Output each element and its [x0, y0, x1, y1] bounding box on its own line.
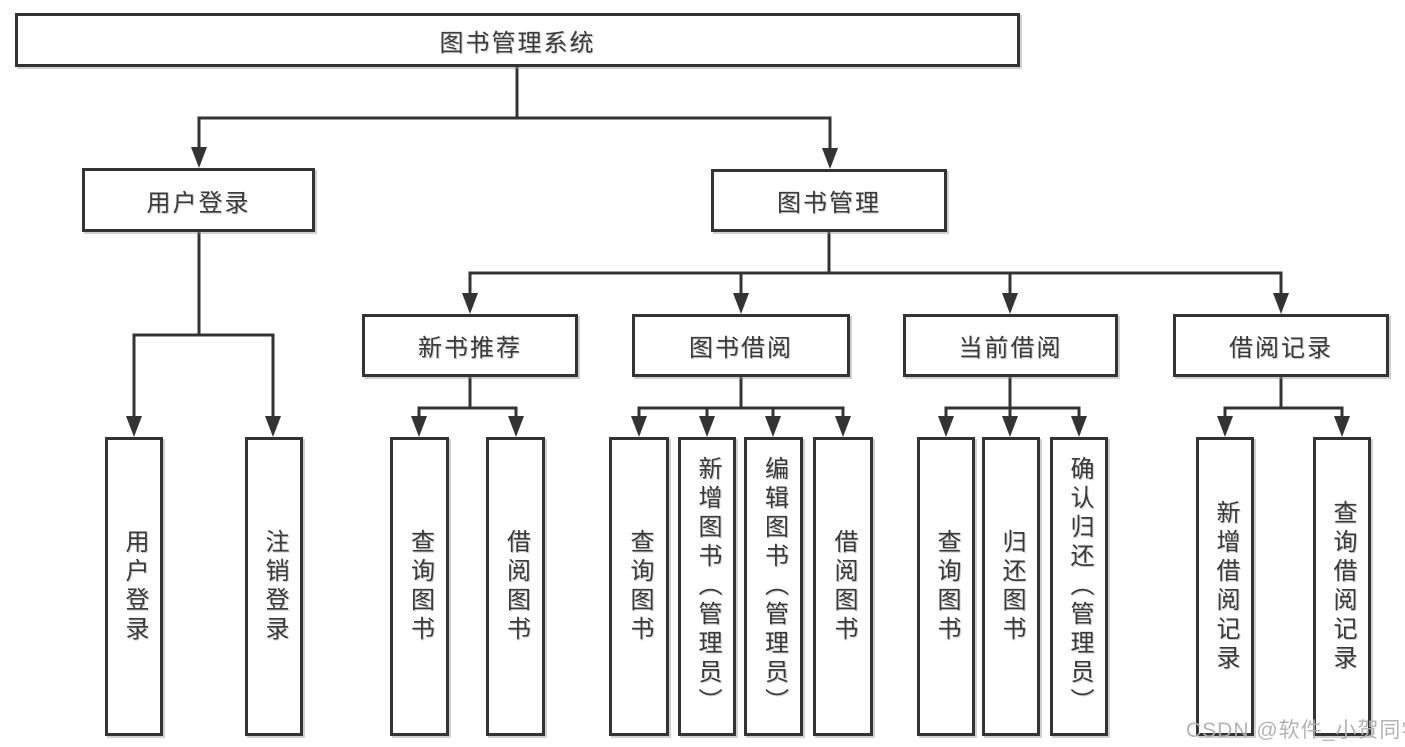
- leaf-recommend-query-books-label: 查询图书: [406, 528, 434, 645]
- node-root: 图书管理系统: [15, 13, 1020, 67]
- connector-root-to-level2: [197, 65, 832, 155]
- node-borrow-records-label: 借阅记录: [1229, 335, 1333, 362]
- arrowhead: [1071, 416, 1087, 437]
- connector-records-to-leaves: [1223, 375, 1344, 423]
- arrowhead: [699, 416, 715, 437]
- arrowhead: [1334, 416, 1350, 437]
- leaf-borrow-books: 借阅图书: [813, 437, 873, 736]
- leaf-return-books: 归还图书: [982, 437, 1040, 736]
- leaf-user-login: 用户登录: [105, 437, 163, 736]
- leaf-confirm-return-admin: 确认归还（管理员）: [1050, 437, 1108, 736]
- leaf-borrow-query-books: 查询图书: [609, 437, 669, 736]
- leaf-query-borrow-record-label: 查询借阅记录: [1329, 499, 1356, 674]
- connector-borrow-to-leaves: [637, 375, 845, 423]
- node-new-book-recommend: 新书推荐: [362, 314, 578, 377]
- node-root-label: 图书管理系统: [439, 29, 596, 57]
- leaf-current-query-books: 查询图书: [917, 437, 975, 736]
- leaf-user-login-label: 用户登录: [121, 528, 148, 645]
- leaf-confirm-return-admin-label: 确认归还（管理员）: [1066, 456, 1093, 717]
- node-new-book-recommend-label: 新书推荐: [418, 335, 522, 362]
- leaf-edit-books-admin-label: 编辑图书（管理员）: [760, 456, 788, 717]
- node-user-login-label: 用户登录: [146, 189, 251, 217]
- arrowhead: [733, 293, 749, 314]
- arrowhead: [265, 416, 281, 437]
- arrowhead: [835, 416, 851, 437]
- node-borrow-records: 借阅记录: [1173, 314, 1389, 377]
- arrowhead: [126, 416, 142, 437]
- node-book-borrow-label: 图书借阅: [689, 335, 793, 362]
- csdn-watermark: CSDN @软件_小贺同学: [1186, 719, 1405, 742]
- leaf-add-books-admin: 新增图书（管理员）: [678, 437, 736, 736]
- connector-mgmt-to-level3: [468, 230, 1283, 300]
- leaf-logout-label: 注销登录: [261, 528, 288, 645]
- leaf-return-books-label: 归还图书: [998, 528, 1025, 645]
- leaf-current-query-books-label: 查询图书: [933, 528, 960, 645]
- leaf-logout: 注销登录: [245, 437, 303, 736]
- arrowhead: [411, 416, 427, 437]
- leaf-add-borrow-record: 新增借阅记录: [1196, 437, 1254, 736]
- leaf-add-borrow-record-label: 新增借阅记录: [1212, 499, 1239, 674]
- arrowhead: [191, 147, 207, 168]
- arrowhead: [462, 293, 478, 314]
- leaf-recommend-borrow-books: 借阅图书: [486, 437, 545, 736]
- arrowhead: [1002, 293, 1018, 314]
- leaf-edit-books-admin: 编辑图书（管理员）: [744, 437, 803, 736]
- connector-current-to-leaves: [944, 375, 1081, 423]
- leaf-borrow-query-books-label: 查询图书: [626, 528, 653, 645]
- leaf-recommend-query-books: 查询图书: [390, 437, 449, 736]
- arrowhead: [765, 416, 781, 437]
- arrowhead: [508, 416, 524, 437]
- arrowhead: [631, 416, 647, 437]
- leaf-borrow-books-label: 借阅图书: [830, 528, 857, 645]
- node-book-borrow: 图书借阅: [632, 314, 850, 377]
- node-current-borrow: 当前借阅: [903, 314, 1118, 377]
- leaf-add-books-admin-label: 新增图书（管理员）: [694, 456, 721, 717]
- arrowhead: [822, 148, 838, 169]
- node-user-login: 用户登录: [82, 168, 315, 232]
- arrowhead: [1002, 416, 1018, 437]
- leaf-recommend-borrow-books-label: 借阅图书: [502, 528, 530, 645]
- node-book-management: 图书管理: [711, 169, 947, 232]
- arrowhead: [1273, 293, 1289, 314]
- arrowhead: [1217, 416, 1233, 437]
- arrowheads: [126, 147, 1350, 437]
- node-current-borrow-label: 当前借阅: [958, 335, 1063, 362]
- connector-recommend-to-leaves: [417, 375, 518, 423]
- arrowhead: [938, 416, 954, 437]
- node-book-management-label: 图书管理: [777, 190, 881, 217]
- leaf-query-borrow-record: 查询借阅记录: [1313, 437, 1371, 736]
- connector-login-to-leaves: [132, 230, 275, 423]
